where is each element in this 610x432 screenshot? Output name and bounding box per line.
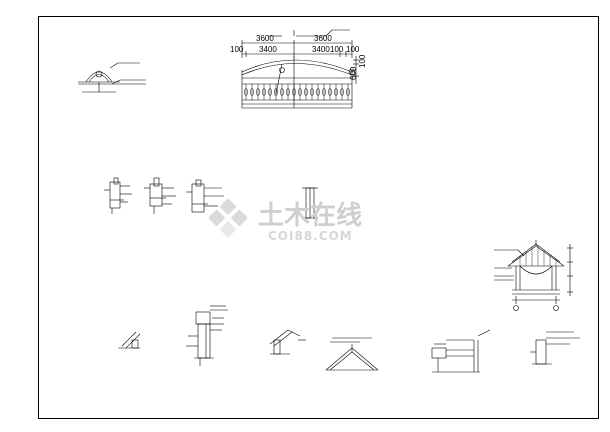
baluster-bulb (256, 88, 260, 96)
baluster-bulb (286, 88, 290, 96)
dim-mid-right-b: 100 (346, 45, 360, 54)
baluster-bulb (274, 88, 278, 96)
section-detail-bottom-1 (118, 331, 141, 349)
section-detail-bottom-2 (186, 305, 228, 366)
baluster-bulb (268, 88, 272, 96)
baluster-bulb (334, 88, 338, 96)
watermark-logo: 土木在线 COI88.COM (208, 198, 362, 243)
arch-detail-topleft (78, 62, 146, 93)
section-detail-bottom-6 (530, 331, 580, 365)
dim-side-upper: 100 (358, 54, 367, 68)
dim-mid-left-edge: 100 (230, 45, 244, 54)
dim-top-right: 3600 (314, 34, 332, 43)
baluster-bulb (322, 88, 326, 96)
baluster-bulb (280, 88, 284, 96)
watermark-subtitle: COI88.COM (268, 229, 353, 243)
section-detail-bottom-3 (269, 329, 306, 355)
watermark-title: 土木在线 (258, 201, 362, 231)
baluster-bulb (346, 88, 350, 96)
section-detail-bottom-5 (431, 329, 491, 373)
dim-mid-left: 3400 (259, 45, 277, 54)
dim-side-lower: 600 (349, 66, 358, 80)
baluster-bulb (328, 88, 332, 96)
baluster-bulb (340, 88, 344, 96)
gazebo-elevation (494, 240, 573, 311)
baluster-bulb (310, 88, 314, 96)
baluster-bulb (298, 88, 302, 96)
baluster-bulb (244, 88, 248, 96)
section-details-midleft (104, 177, 224, 214)
baluster-bulb (316, 88, 320, 96)
roof-ridge-detail (325, 337, 379, 371)
baluster-bulb (262, 88, 266, 96)
baluster-bulb (292, 88, 296, 96)
dim-top-left: 3600 (256, 34, 274, 43)
railing-elevation: 3600 3600 100 3400 3400 100 100 100 600 (230, 29, 367, 109)
dim-mid-right: 3400 (312, 45, 330, 54)
gazebo-roof-ribs (519, 245, 557, 266)
baluster-bulb (304, 88, 308, 96)
dim-mid-right-a: 100 (330, 45, 344, 54)
baluster-bulb (250, 88, 254, 96)
sheet-border (38, 16, 599, 419)
column-detail-center (302, 187, 318, 219)
